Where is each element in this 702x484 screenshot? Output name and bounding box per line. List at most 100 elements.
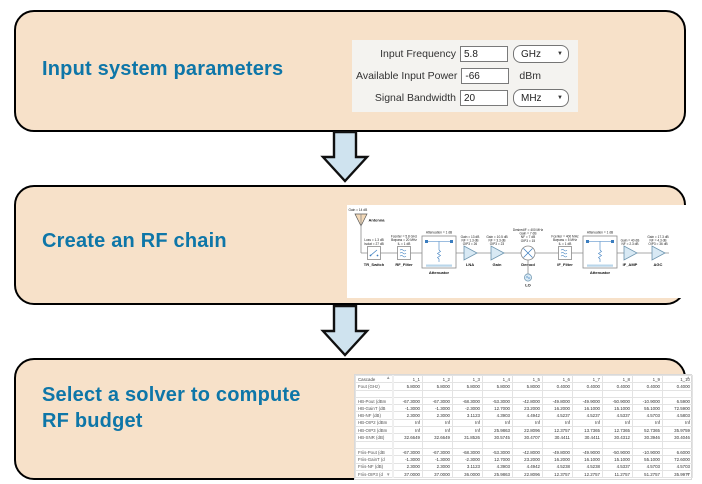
table-cell[interactable]: 12.3757 [542,469,573,479]
table-cell[interactable]: Inf [392,426,423,435]
table-cell[interactable]: 2.3000 [422,462,453,471]
table-cell[interactable]: Inf [512,418,543,428]
scroll-up-icon[interactable]: ▲ [686,375,691,380]
table-cell[interactable]: 30.4046 [662,433,693,442]
table-cell[interactable]: 5.8000 [422,382,453,391]
table-cell[interactable]: -49.8000 [542,396,573,406]
scroll-up-icon[interactable]: ▲ [386,375,391,380]
scroll-down-icon[interactable]: ▼ [386,472,391,477]
scroll-down-icon[interactable]: ▼ [686,472,691,477]
table-cell[interactable]: 13.7365 [572,426,603,435]
table-cell[interactable]: 12.7000 [482,404,513,413]
table-cell[interactable]: -42.8000 [512,447,543,457]
table-cell[interactable]: 37.0000 [392,469,423,479]
table-cell[interactable]: -50.9000 [602,396,633,406]
table-cell[interactable]: 12.7000 [482,455,513,464]
table-cell[interactable]: 5.8000 [482,382,513,391]
table-cell[interactable]: Inf [422,418,453,428]
table-cell[interactable]: 4.4942 [512,462,543,471]
table-cell[interactable]: -42.8000 [512,396,543,406]
table-cell[interactable]: 0.4000 [662,382,693,391]
table-cell[interactable]: -2.3000 [452,455,483,464]
table-cell[interactable]: 30.4707 [512,433,543,442]
table-cell[interactable]: 35.9977 [662,469,693,479]
table-cell[interactable]: 30.5745 [482,433,513,442]
table-cell[interactable] [572,440,603,449]
table-column-header[interactable]: 1_7 [572,374,603,384]
table-cell[interactable]: -67.3000 [422,396,453,406]
table-cell[interactable]: -67.3000 [422,447,453,457]
table-cell[interactable]: 30.4411 [542,433,573,442]
table-cell[interactable]: 52.7365 [632,426,663,435]
table-cell[interactable] [422,440,453,449]
table-cell[interactable]: -67.3000 [392,396,423,406]
table-column-header[interactable]: 1_1 [392,374,423,384]
table-cell[interactable]: 5.8000 [452,382,483,391]
table-cell[interactable]: 16.2000 [542,404,573,413]
table-cell[interactable]: 4.5803 [662,411,693,420]
table-cell[interactable]: 4.5238 [572,462,603,471]
table-cell[interactable]: -49.8000 [542,447,573,457]
table-cell[interactable] [392,389,423,398]
table-cell[interactable]: 0.4000 [602,382,633,391]
table-cell[interactable] [602,440,633,449]
table-cell[interactable]: Inf [452,418,483,428]
table-cell[interactable] [452,389,483,398]
table-cell[interactable]: 16.2000 [542,455,573,464]
table-cell[interactable]: -1.3000 [392,404,423,413]
table-cell[interactable] [392,440,423,449]
table-cell[interactable]: 4.5337 [602,411,633,420]
table-cell[interactable]: 25.9863 [482,426,513,435]
table-cell[interactable]: 5.8000 [392,382,423,391]
table-cell[interactable]: 4.5703 [662,462,693,471]
signal-bandwidth-field[interactable] [460,90,508,106]
table-cell[interactable]: 23.2000 [512,455,543,464]
table-cell[interactable]: 4.4942 [512,411,543,420]
table-cell[interactable]: 30.4312 [602,433,633,442]
table-cell[interactable]: 55.1000 [632,455,663,464]
table-cell[interactable]: 15.1000 [602,404,633,413]
table-cell[interactable]: 32.6649 [422,433,453,442]
table-cell[interactable]: 30.3946 [632,433,663,442]
table-cell[interactable]: -49.9000 [572,447,603,457]
table-cell[interactable]: 2.3000 [422,411,453,420]
table-cell[interactable]: Inf [452,426,483,435]
table-column-header[interactable]: 1_2 [422,374,453,384]
table-cell[interactable]: Inf [632,418,663,428]
table-cell[interactable]: 22.8096 [512,426,543,435]
table-cell[interactable]: 72.6000 [662,455,693,464]
table-cell[interactable]: 6.5900 [662,396,693,406]
table-cell[interactable]: 36.0000 [452,469,483,479]
table-cell[interactable]: -68.3000 [452,396,483,406]
frequency-unit-dropdown[interactable]: GHz ▼ [513,45,569,63]
table-cell[interactable]: Inf [542,418,573,428]
table-cell[interactable]: Inf [602,418,633,428]
table-cell[interactable]: -50.9000 [602,447,633,457]
table-cell[interactable] [572,389,603,398]
table-cell[interactable]: 11.2757 [602,469,633,479]
table-column-header[interactable]: 1_8 [602,374,633,384]
table-cell[interactable]: Inf [422,426,453,435]
table-cell[interactable]: 4.5237 [542,411,573,420]
table-cell[interactable]: 32.6649 [392,433,423,442]
input-frequency-field[interactable] [460,46,508,62]
table-cell[interactable]: 2.3000 [392,411,423,420]
table-cell[interactable]: 3.1123 [452,462,483,471]
table-cell[interactable]: 12.3757 [542,426,573,435]
table-cell[interactable]: 4.3903 [482,462,513,471]
table-cell[interactable] [422,389,453,398]
table-cell[interactable]: Inf [482,418,513,428]
table-cell[interactable]: -53.3000 [482,447,513,457]
table-cell[interactable]: 55.1000 [632,404,663,413]
table-cell[interactable]: 4.5703 [632,411,663,420]
table-cell[interactable]: 23.2000 [512,404,543,413]
table-cell[interactable]: -10.9000 [632,447,663,457]
table-cell[interactable]: 6.6000 [662,447,693,457]
table-cell[interactable]: 4.5337 [602,462,633,471]
table-cell[interactable]: -1.3000 [392,455,423,464]
table-column-header[interactable]: 1_10 [662,374,693,384]
table-cell[interactable]: -67.3000 [392,447,423,457]
table-column-header[interactable]: 1_3 [452,374,483,384]
table-column-header[interactable]: 1_9 [632,374,663,384]
table-cell[interactable] [482,440,513,449]
